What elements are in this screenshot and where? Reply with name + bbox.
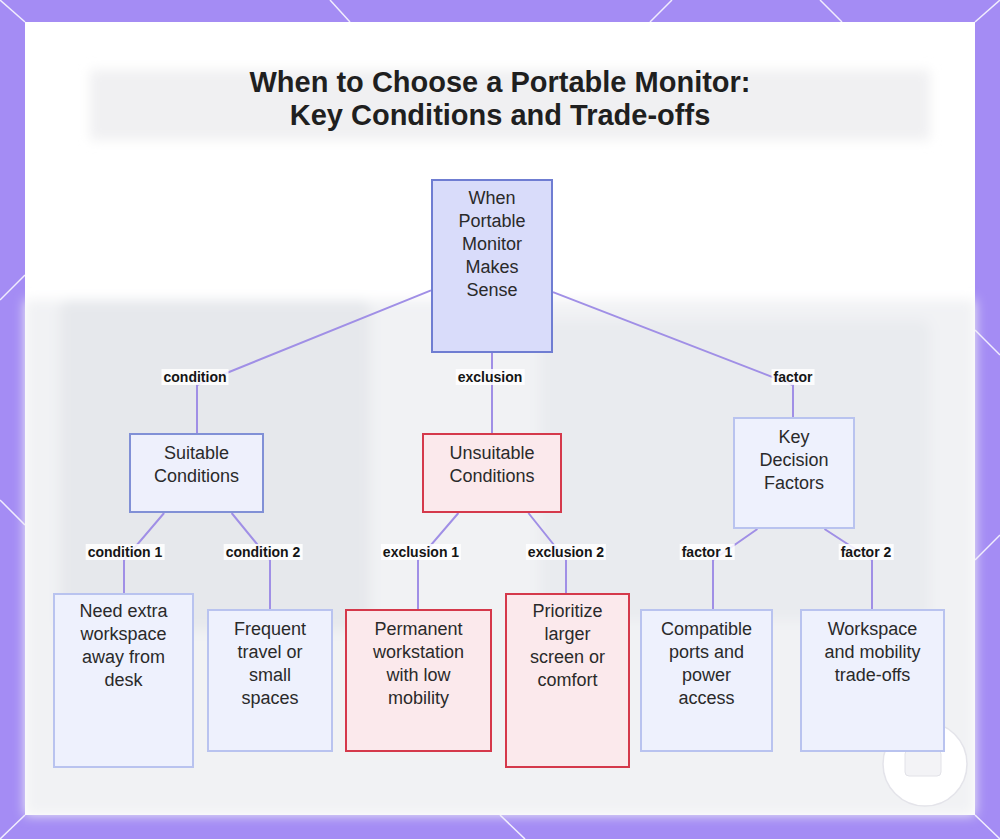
concept-box: Need extra workspace away from desk <box>53 593 194 768</box>
decor-line <box>820 0 842 22</box>
node-text: Need extra workspace away from desk <box>67 600 180 692</box>
diagram-title: When to Choose a Portable Monitor: Key C… <box>220 66 780 132</box>
edge-label: exclusion <box>456 369 525 385</box>
node-text: Key Decision Factors <box>747 426 841 495</box>
tree-connector <box>197 290 431 433</box>
edge-label: condition <box>162 369 229 385</box>
edge-label: exclusion 2 <box>526 544 606 560</box>
decor-line <box>500 815 525 839</box>
edge-label: exclusion 1 <box>381 544 461 560</box>
concept-box: Prioritize larger screen or comfort <box>505 593 630 768</box>
edge-label: condition 2 <box>224 544 303 560</box>
node-text: Prioritize larger screen or comfort <box>519 600 616 692</box>
decor-line <box>0 275 25 300</box>
backdrop-screen <box>60 300 370 630</box>
decor-line <box>0 500 25 525</box>
chat-icon <box>905 750 941 776</box>
concept-box: Suitable Conditions <box>129 433 264 513</box>
decor-line <box>975 535 1000 560</box>
decor-line <box>975 330 1000 355</box>
concept-box: Key Decision Factors <box>733 417 855 529</box>
concept-box: When Portable Monitor Makes Sense <box>431 179 553 353</box>
node-text: Suitable Conditions <box>143 442 250 488</box>
node-text: Permanent workstation with low mobility <box>359 618 478 710</box>
card <box>25 22 975 815</box>
node-text: Compatible ports and power access <box>656 618 757 710</box>
blurred-backdrop <box>25 70 975 815</box>
backdrop-screen <box>540 320 930 620</box>
node-text: When Portable Monitor Makes Sense <box>445 187 539 302</box>
edge-label: factor <box>772 369 815 385</box>
tree-connector <box>491 353 493 433</box>
tree-connector <box>418 513 458 609</box>
node-text: Frequent travel or small spaces <box>221 618 319 710</box>
backdrop-band <box>25 300 975 815</box>
decor-line <box>330 0 350 22</box>
decor-line <box>975 0 1000 22</box>
concept-box: Workspace and mobility trade-offs <box>800 609 945 752</box>
decor-line <box>0 815 25 839</box>
node-text: Unsuitable Conditions <box>436 442 548 488</box>
tree-connector <box>553 292 793 417</box>
tree-connector <box>713 529 757 609</box>
tree-connector <box>825 529 873 609</box>
concept-box: Compatible ports and power access <box>640 609 773 752</box>
concept-box: Frequent travel or small spaces <box>207 609 333 752</box>
edge-label: factor 2 <box>839 544 894 560</box>
concept-box: Unsuitable Conditions <box>422 433 562 513</box>
tree-connector <box>232 513 270 609</box>
edge-label: factor 1 <box>680 544 735 560</box>
decor-line <box>650 0 672 22</box>
concept-box: Permanent workstation with low mobility <box>345 609 492 752</box>
node-text: Workspace and mobility trade-offs <box>824 618 921 687</box>
edge-label: condition 1 <box>86 544 165 560</box>
decor-line <box>975 815 1000 839</box>
decor-line <box>0 0 25 22</box>
